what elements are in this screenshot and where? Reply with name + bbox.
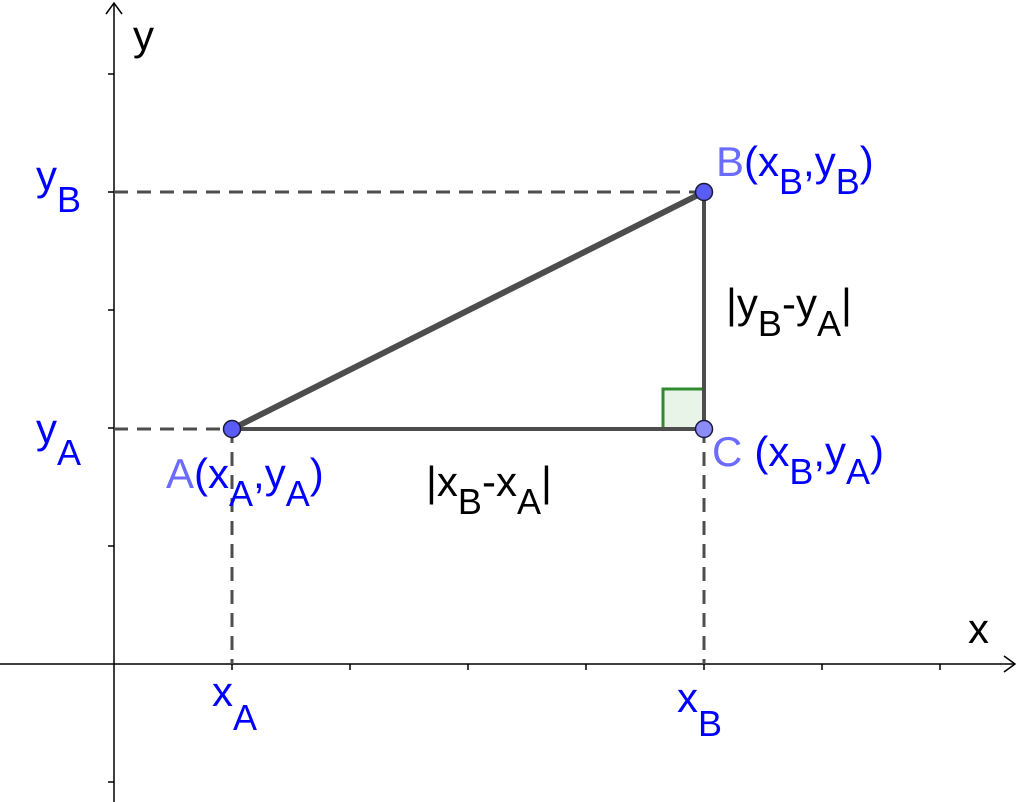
triangle-segments	[230, 189, 706, 432]
label-yB: yB	[36, 152, 81, 220]
x-axis-name: x	[968, 605, 989, 652]
projection-lines	[114, 190, 706, 664]
segment-AB	[230, 189, 706, 432]
point-C[interactable]	[694, 419, 714, 439]
length-vertical-label: |yB-yA|	[726, 280, 852, 344]
label-yA: yA	[36, 405, 81, 473]
point-A-label: A(xA,yA)	[166, 450, 324, 514]
point-B-label: B(xB,yB)	[716, 138, 874, 202]
x-axis-arrow	[1003, 655, 1017, 673]
point-C-label: C(xB,yA)	[712, 428, 884, 492]
point-A[interactable]	[222, 419, 242, 439]
label-xB: xB	[677, 674, 722, 744]
point-B[interactable]	[694, 182, 714, 202]
y-axis-name: y	[133, 12, 154, 59]
y-axis-ticks	[108, 73, 114, 783]
x-axis-ticks	[231, 664, 941, 670]
y-axis-arrow	[105, 1, 123, 15]
label-xA: xA	[212, 668, 257, 738]
length-horizontal-label: |xB-xA|	[426, 458, 552, 522]
